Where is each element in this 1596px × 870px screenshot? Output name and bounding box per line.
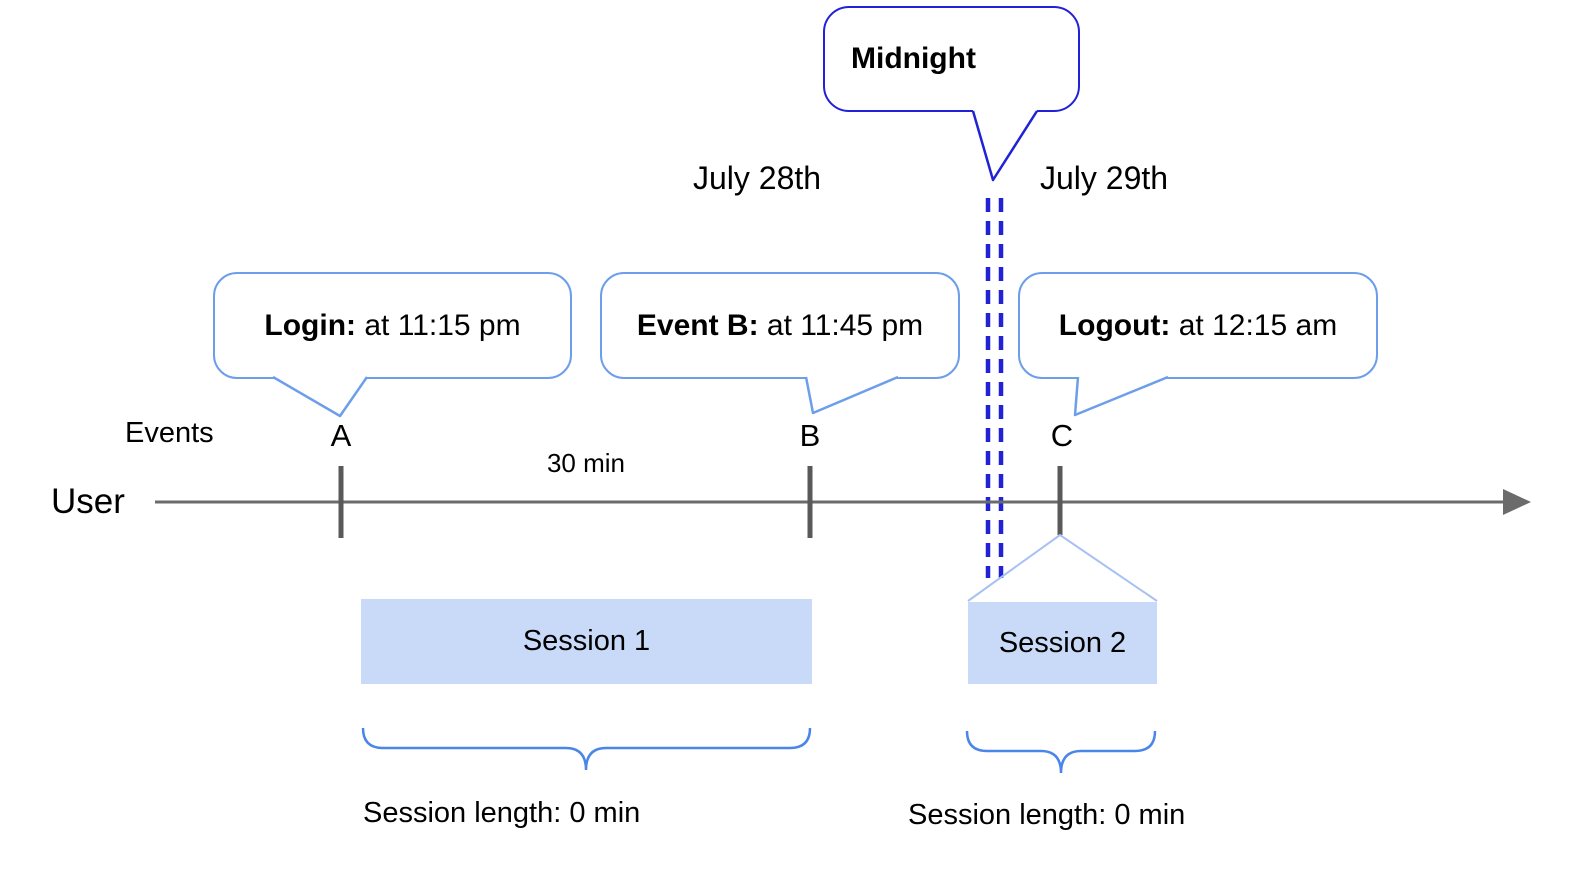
logout-callout-title: Logout:: [1058, 308, 1171, 342]
events-axis-label: Events: [125, 417, 214, 449]
session-2-length-label: Session length: 0 min: [908, 799, 1186, 831]
midnight-callout-tail: [971, 104, 1039, 182]
session-1-length-label: Session length: 0 min: [363, 797, 641, 829]
logout-callout-detail: at 12:15 am: [1178, 308, 1338, 342]
login-callout-title: Login:: [264, 308, 357, 342]
timeline-arrowhead: [1503, 489, 1531, 515]
event-marker-c: C: [1050, 418, 1074, 453]
date-label-july-29: July 29th: [1040, 160, 1169, 196]
logout-callout: Logout: at 12:15 am: [1018, 272, 1378, 379]
login-callout: Login: at 11:15 pm: [213, 272, 572, 379]
event-b-callout-detail: at 11:45 pm: [766, 308, 924, 342]
event-marker-b: B: [799, 418, 821, 453]
session-2-connector: [967, 533, 1158, 602]
user-row-label: User: [51, 482, 125, 521]
midnight-callout-label: Midnight: [851, 42, 976, 75]
event-marker-a: A: [330, 418, 352, 453]
session-1-box: Session 1: [361, 599, 812, 684]
interval-label-30min: 30 min: [546, 448, 626, 478]
midnight-divider-line: [985, 198, 1004, 578]
session-2-brace: [965, 730, 1157, 774]
session-1-label: Session 1: [522, 625, 651, 657]
event-b-callout: Event B: at 11:45 pm: [600, 272, 960, 379]
midnight-callout: Midnight: [823, 6, 1080, 112]
date-label-july-28: July 28th: [693, 160, 822, 196]
session-1-brace: [361, 727, 812, 771]
session-2-box: Session 2: [968, 602, 1157, 684]
login-callout-detail: at 11:15 pm: [364, 308, 521, 342]
event-b-callout-title: Event B:: [636, 308, 759, 342]
session-2-label: Session 2: [998, 626, 1127, 659]
